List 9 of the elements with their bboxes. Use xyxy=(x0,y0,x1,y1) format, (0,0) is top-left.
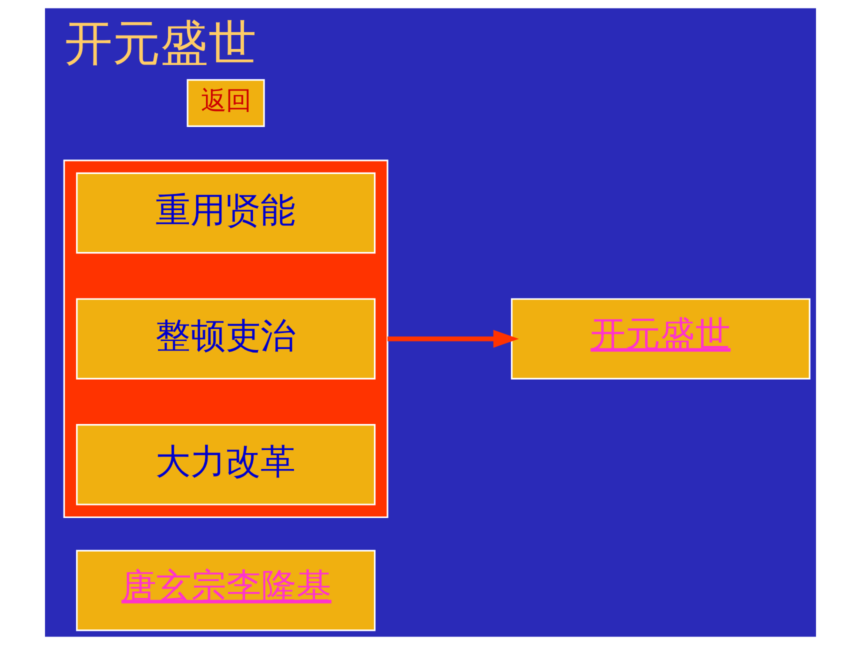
label: 返回 xyxy=(200,86,250,116)
node-box: 重用贤能 xyxy=(76,172,376,254)
node-box: 唐玄宗李隆基 xyxy=(76,550,376,632)
node-box: 整顿吏治 xyxy=(76,298,376,380)
node-box: 大力改革 xyxy=(76,424,376,506)
node-box: 开元盛世 xyxy=(510,298,810,380)
diagram-title: 开元盛世 xyxy=(64,16,256,72)
arrow xyxy=(387,330,518,348)
cluster xyxy=(62,160,388,518)
